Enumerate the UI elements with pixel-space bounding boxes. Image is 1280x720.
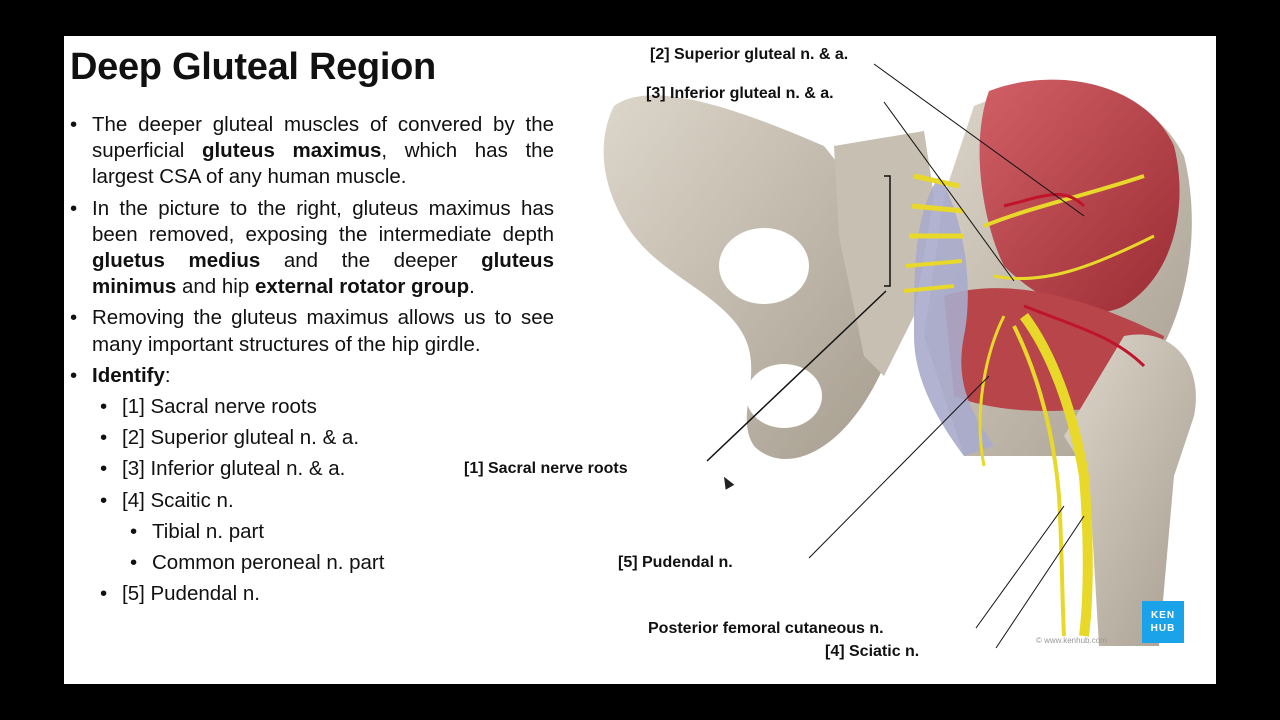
bullet-2-bold-a: gluetus medius bbox=[92, 249, 261, 273]
leader-superior-gluteal bbox=[873, 63, 1085, 217]
sciatic-nerve bbox=[1019, 313, 1093, 637]
identify-subitem: Tibial n. part bbox=[70, 519, 554, 545]
label-sciatic: [4] Sciatic n. bbox=[825, 643, 920, 660]
superior-gluteal-artery bbox=[1003, 192, 1086, 208]
kenhub-logo: KEN HUB bbox=[1142, 601, 1184, 643]
bullet-2-bold-b: gluteus minimus bbox=[92, 249, 554, 299]
logo-line-1: KEN bbox=[1150, 610, 1176, 621]
bullet-2-bold-c: external rotator group bbox=[254, 275, 470, 299]
bullet-2-text-b: and the deeper bbox=[260, 249, 482, 273]
obturator-left bbox=[746, 364, 822, 428]
logo-line-2: HUB bbox=[1150, 623, 1176, 634]
bullet-1-text-b: , which has the largest CSA of any human… bbox=[92, 139, 554, 189]
sacrotuberous-ligament bbox=[914, 176, 994, 456]
bullet-3: Removing the gluteus maximus allows us t… bbox=[70, 305, 554, 357]
pelvis-illustration bbox=[603, 63, 1196, 649]
sacral-root-1 bbox=[913, 173, 960, 189]
bullet-2-text-d: . bbox=[469, 275, 475, 299]
identify-subitem: Common peroneal n. part bbox=[70, 550, 554, 576]
leader-sacral-roots bbox=[706, 290, 887, 462]
bullet-1: The deeper gluteal muscles of convered b… bbox=[70, 112, 554, 191]
sacrum bbox=[834, 131, 934, 376]
sacral-root-5 bbox=[903, 284, 955, 293]
sacral-root-2 bbox=[911, 203, 965, 214]
sacral-root-4 bbox=[905, 259, 963, 268]
superior-gluteal-nerve bbox=[983, 174, 1145, 228]
bullet-3-text-a: Removing the gluteus maximus allows us t… bbox=[92, 306, 554, 356]
slide: Deep Gluteal Region The deeper gluteal m… bbox=[64, 36, 1216, 684]
bullet-1-text-a: The deeper gluteal muscles of convered b… bbox=[92, 113, 554, 163]
label-post-femoral: Posterior femoral cutaneous n. bbox=[648, 620, 884, 637]
leader-post-femoral bbox=[975, 505, 1065, 629]
leader-inferior-gluteal bbox=[883, 101, 1015, 282]
identify-item: [5] Pudendal n. bbox=[70, 581, 554, 607]
sacral-bracket bbox=[884, 175, 891, 287]
pudendal-nerve bbox=[978, 315, 1006, 467]
slide-title: Deep Gluteal Region bbox=[70, 46, 436, 88]
slide-text: The deeper gluteal muscles of convered b… bbox=[70, 112, 554, 608]
leader-pudendal bbox=[808, 375, 990, 559]
leader-sciatic bbox=[995, 515, 1085, 649]
label-inferior-gluteal: [3] Inferior gluteal n. & a. bbox=[646, 85, 834, 102]
bullet-2: In the picture to the right, gluteus max… bbox=[70, 196, 554, 301]
bullet-2-text-c: and hip bbox=[176, 275, 255, 299]
identify-item: [1] Sacral nerve roots bbox=[70, 394, 554, 420]
posterior-femoral-cutaneous-nerve bbox=[1012, 325, 1066, 637]
label-superior-gluteal: [2] Superior gluteal n. & a. bbox=[650, 46, 849, 63]
identify-item: [2] Superior gluteal n. & a. bbox=[70, 425, 554, 451]
copyright-text: © www.kenhub.com bbox=[1036, 636, 1107, 645]
bullet-1-bold-a: gluteus maximus bbox=[201, 139, 382, 163]
label-pudendal: [5] Pudendal n. bbox=[618, 554, 733, 571]
bullet-4-text-a: : bbox=[164, 363, 171, 387]
inferior-gluteal-artery bbox=[1023, 304, 1146, 368]
bullet-4: Identify: bbox=[70, 363, 554, 389]
bullet-4-bold-a: Identify bbox=[92, 363, 165, 387]
femur bbox=[1064, 334, 1196, 646]
bullet-2-text-a: In the picture to the right, gluteus max… bbox=[92, 196, 554, 246]
label-sacral-roots: [1] Sacral nerve roots bbox=[464, 460, 628, 477]
greater-sciatic-notch bbox=[719, 228, 809, 304]
identify-item: [4] Scaitic n. bbox=[70, 488, 554, 514]
identify-item: [3] Inferior gluteal n. & a. bbox=[70, 456, 554, 482]
